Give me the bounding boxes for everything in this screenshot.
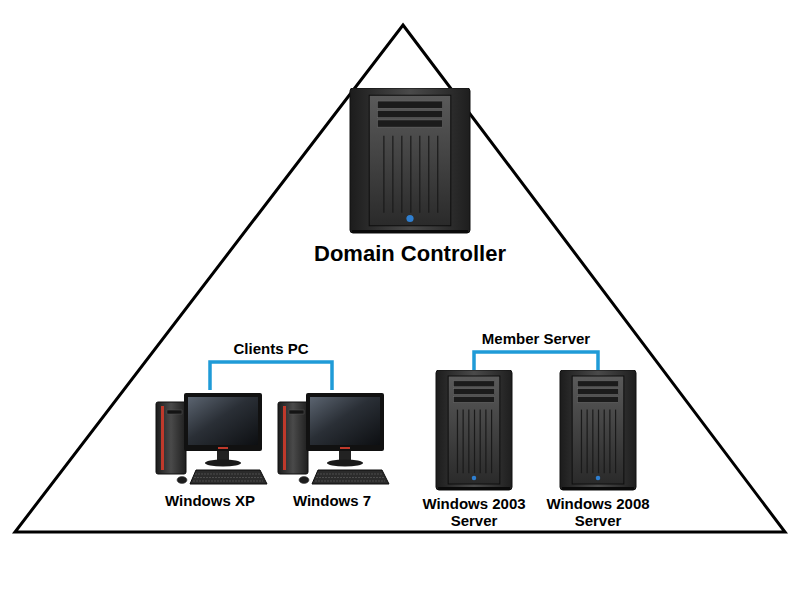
monitor-bezel	[306, 393, 384, 451]
tower-body	[560, 370, 636, 490]
power-led	[406, 215, 413, 222]
key-row	[317, 474, 383, 475]
drive-bay	[577, 396, 618, 402]
node-label: Windows XP	[150, 492, 270, 509]
server-tower-icon	[350, 88, 470, 233]
key-row	[316, 477, 384, 478]
server-tower-icon	[560, 370, 636, 490]
tower-front	[572, 376, 624, 484]
node-text-box: Domain Controller	[290, 241, 530, 266]
drive-bay	[577, 389, 618, 395]
front-groove	[457, 410, 458, 474]
keyboard	[190, 470, 267, 484]
drive-bay	[377, 120, 442, 127]
group-label: Clients PC	[230, 340, 311, 357]
key-row	[193, 481, 263, 482]
front-groove	[410, 136, 411, 213]
node-label: Windows 2008 Server	[538, 495, 658, 530]
monitor-foot	[327, 460, 363, 467]
client-pc: Windows XP	[150, 390, 270, 509]
pc-tower	[278, 402, 308, 474]
node-label: Windows 2003 Server	[414, 495, 534, 530]
pc-drive	[167, 410, 182, 414]
front-groove	[419, 136, 420, 213]
power-led	[596, 476, 601, 481]
monitor-bezel	[184, 393, 262, 451]
group-label: Member Server	[479, 330, 593, 347]
key-row	[194, 477, 262, 478]
drive-bay	[377, 101, 442, 108]
tower-body	[350, 88, 470, 233]
icon-canvas	[414, 370, 534, 494]
bracket-connector	[474, 352, 598, 370]
tower-base	[438, 487, 510, 490]
power-led	[472, 476, 477, 481]
node-text-box: Windows 7	[272, 492, 392, 509]
pc-drive	[289, 410, 304, 414]
front-groove	[485, 410, 486, 474]
tower-base	[562, 487, 634, 490]
front-groove	[383, 136, 384, 213]
front-groove	[437, 136, 438, 213]
icon-canvas	[538, 370, 658, 494]
monitor-screen	[188, 397, 258, 445]
pc-tower	[156, 402, 186, 474]
drive-bay	[453, 396, 494, 402]
drive-bay	[377, 110, 442, 117]
tower-base	[352, 230, 468, 233]
mouse	[177, 477, 187, 484]
front-groove	[392, 136, 393, 213]
key-row	[315, 481, 385, 482]
server-node: Domain Controller	[290, 88, 530, 266]
front-groove	[615, 410, 616, 474]
front-groove	[587, 410, 588, 474]
tower-front	[448, 376, 500, 484]
front-groove	[592, 410, 593, 474]
drive-bay	[453, 381, 494, 387]
monitor-accent	[218, 447, 228, 449]
front-groove	[598, 410, 599, 474]
server-tower-icon	[436, 370, 512, 490]
monitor-accent	[340, 447, 350, 449]
pc-tower-stripe	[161, 406, 164, 470]
tower-body	[436, 370, 512, 490]
drive-bay	[577, 381, 618, 387]
node-text-box: Windows 2008 Server	[538, 495, 658, 530]
node-text-box: Windows 2003 Server	[414, 495, 534, 530]
server-node: Windows 2008 Server	[538, 370, 658, 530]
tower-front	[369, 95, 451, 226]
client-pc-icon	[278, 393, 389, 484]
front-groove	[604, 410, 605, 474]
icon-canvas	[290, 88, 530, 240]
monitor-foot	[205, 460, 241, 467]
front-groove	[581, 410, 582, 474]
triangle-outline	[15, 25, 785, 532]
front-groove	[401, 136, 402, 213]
front-groove	[463, 410, 464, 474]
drive-bay	[453, 389, 494, 395]
front-groove	[491, 410, 492, 474]
node-text-box: Windows XP	[150, 492, 270, 509]
key-row	[195, 474, 261, 475]
front-groove	[474, 410, 475, 474]
front-groove	[468, 410, 469, 474]
pc-tower-stripe	[283, 406, 286, 470]
icon-canvas	[150, 390, 270, 491]
monitor-screen	[310, 397, 380, 445]
front-groove	[428, 136, 429, 213]
front-groove	[480, 410, 481, 474]
node-label: Domain Controller	[290, 241, 530, 266]
node-label: Windows 7	[272, 492, 392, 509]
icon-canvas	[272, 390, 392, 491]
bracket-connector	[210, 362, 332, 390]
keyboard	[312, 470, 389, 484]
client-pc: Windows 7	[272, 390, 392, 509]
server-node: Windows 2003 Server	[414, 370, 534, 530]
front-groove	[609, 410, 610, 474]
mouse	[299, 477, 309, 484]
client-pc-icon	[156, 393, 267, 484]
